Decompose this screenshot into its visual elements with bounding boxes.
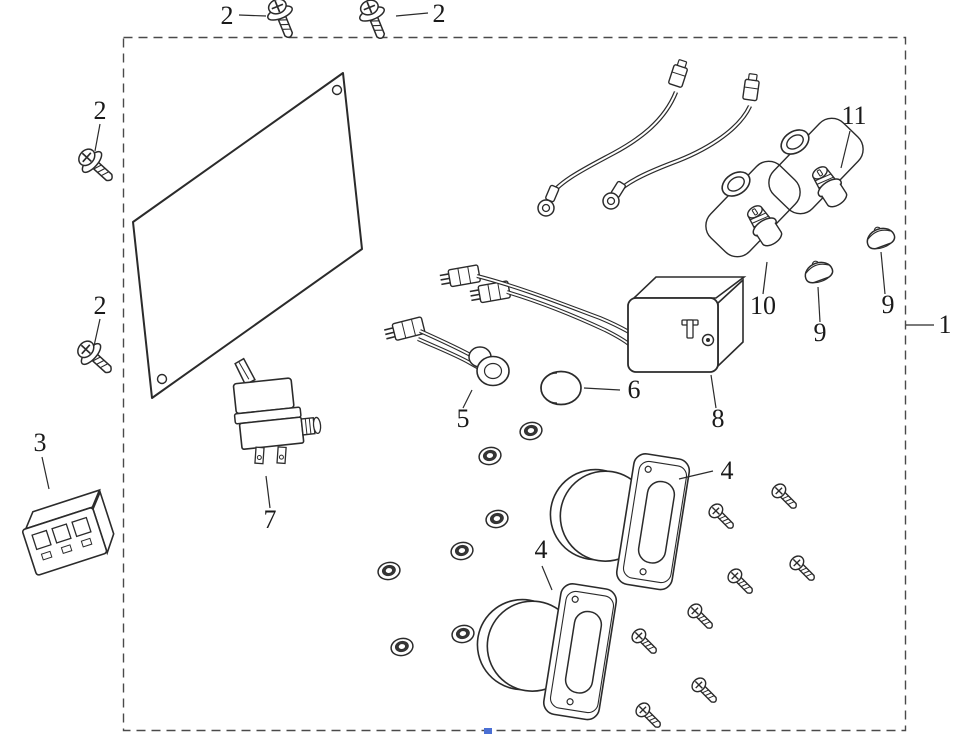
- callout-label-4: 4: [535, 535, 548, 564]
- callout-label-3: 3: [34, 428, 47, 457]
- panel-hole-bottom: [156, 373, 168, 385]
- harness-connector-icon: [438, 263, 482, 290]
- flange-nut-icon: [449, 622, 477, 646]
- switch-knob-icon: [701, 333, 715, 347]
- callout-label-2: 2: [433, 0, 446, 28]
- callout-line-2b: [395, 12, 429, 17]
- panel-screw-icon: [261, 0, 303, 43]
- callout-line-4a: [678, 470, 714, 480]
- callout-line-8: [710, 374, 717, 409]
- ring-terminal-icon: [537, 199, 555, 217]
- callout-label-2: 2: [221, 1, 234, 30]
- callout-label-9: 9: [882, 290, 895, 319]
- callout-label-4: 4: [721, 456, 734, 485]
- callout-label-11: 11: [841, 101, 866, 130]
- washer-ring-icon: [775, 124, 815, 160]
- harness-assembly: [382, 315, 510, 387]
- mount-screw-icon: [628, 625, 662, 659]
- callout-label-1: 1: [939, 310, 952, 339]
- flange-nut-icon: [388, 635, 416, 659]
- jumper-wire-left: [537, 57, 691, 217]
- callout-label-9: 9: [814, 318, 827, 347]
- receptacle-outlet: [540, 439, 692, 593]
- callout-label-5: 5: [457, 404, 470, 433]
- assembly-boundary: [122, 36, 907, 732]
- panel-outline: [132, 72, 363, 399]
- mount-screw-icon: [684, 600, 718, 634]
- callout-label-10: 10: [750, 291, 776, 320]
- callout-label-2: 2: [94, 291, 107, 320]
- callout-label-8: 8: [712, 404, 725, 433]
- panel-screw-icon: [353, 0, 395, 44]
- mount-screw-icon: [688, 674, 722, 708]
- callout-line-2a: [238, 14, 267, 17]
- callout-lines: [41, 12, 934, 591]
- flange-nut-icon: [476, 444, 504, 468]
- callout-line-2c: [94, 123, 101, 152]
- callout-line-10: [762, 261, 768, 295]
- callout-label-6: 6: [628, 375, 641, 404]
- callout-line-11: [840, 130, 851, 169]
- socket-block: [21, 488, 115, 576]
- receptacle-outlet: [467, 569, 619, 723]
- callout-label-7: 7: [264, 505, 277, 534]
- wire-connector-icon: [741, 72, 761, 102]
- flange-nut-icon: [483, 507, 511, 531]
- cap-knob-icon: [862, 221, 898, 253]
- washer-ring-icon: [716, 166, 756, 202]
- mount-screw-icon: [632, 699, 666, 733]
- mount-screw-icon: [768, 480, 802, 514]
- callout-line-6: [583, 387, 621, 391]
- callout-line-3: [41, 456, 50, 490]
- dome-cap: [540, 370, 582, 406]
- switch-box-assembly: [438, 263, 747, 373]
- threaded-switch-icon: [740, 199, 787, 251]
- threaded-switch-icon: [805, 160, 852, 212]
- wire-connector-icon: [667, 57, 691, 89]
- panel-screw-icon: [72, 142, 121, 190]
- callout-label-2: 2: [94, 96, 107, 125]
- flange-nut-icon: [375, 559, 403, 583]
- harness-socket: [468, 346, 510, 387]
- mount-screw-icon: [705, 500, 739, 534]
- callout-line-2d: [93, 318, 101, 347]
- callout-line-4b: [541, 565, 553, 591]
- flange-nut-icon: [448, 539, 476, 563]
- control-panel-plate: [132, 72, 363, 399]
- key-slot-icon: [686, 319, 694, 339]
- switch-box-face: [627, 297, 719, 373]
- callout-line-7: [265, 475, 271, 509]
- cap-knob-icon: [800, 255, 836, 287]
- scan-artifact: [484, 728, 492, 734]
- panel-hole-top: [331, 84, 343, 96]
- callout-line-9a: [880, 251, 886, 295]
- flange-nut-icon: [517, 419, 545, 443]
- circuit-breaker: [232, 357, 322, 465]
- mount-screw-icon: [786, 552, 820, 586]
- callout-line-5: [462, 389, 473, 409]
- ring-terminal-icon: [602, 192, 620, 210]
- mount-screw-icon: [724, 565, 758, 599]
- switch-knob-icon: [706, 338, 710, 342]
- callout-line-9b: [817, 286, 821, 323]
- jumper-wire-right: [602, 72, 761, 210]
